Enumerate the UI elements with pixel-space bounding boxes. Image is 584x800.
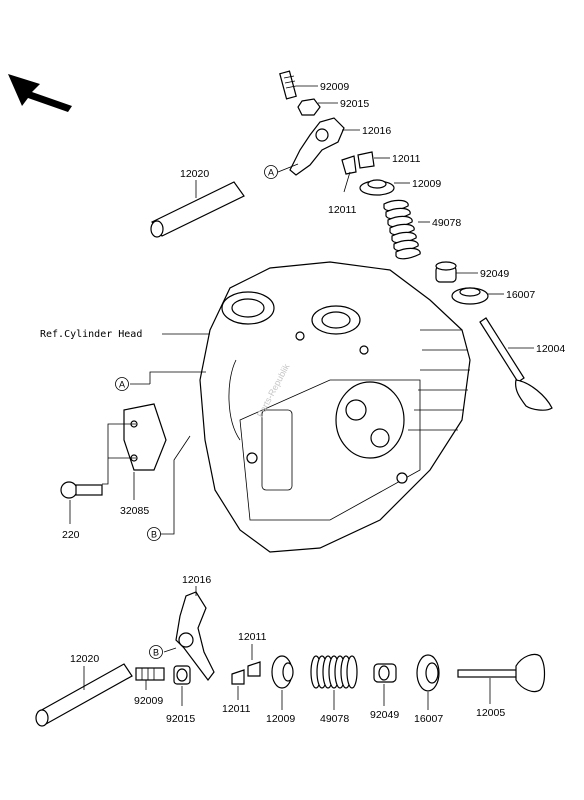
cover-plate xyxy=(123,403,167,471)
part-label-49078-top: 49078 xyxy=(432,217,461,229)
part-label-92009-bottom: 92009 xyxy=(134,695,163,707)
part-label-12011-top-right: 12011 xyxy=(392,153,421,165)
callout-a-top: A xyxy=(264,165,278,179)
rocker-arm-bottom xyxy=(175,591,215,681)
part-label-12016-top: 12016 xyxy=(362,125,391,137)
callout-b-left: B xyxy=(147,527,161,541)
part-label-12004: 12004 xyxy=(536,343,565,355)
spring-retainer-bottom xyxy=(271,655,294,689)
bolt-220 xyxy=(60,481,103,499)
part-label-12020-bottom: 12020 xyxy=(70,653,99,665)
front-direction-arrow-icon xyxy=(8,74,72,112)
valve-cotters-top xyxy=(341,151,375,175)
valve-spring-top xyxy=(383,199,421,260)
part-label-92049-top: 92049 xyxy=(480,268,509,280)
valve-12005 xyxy=(457,653,546,693)
rocker-shaft-top xyxy=(150,181,245,238)
part-label-12009-bottom: 12009 xyxy=(266,713,295,725)
cylinder-head xyxy=(199,261,471,553)
valve-12004 xyxy=(479,317,553,411)
svg-text:B: B xyxy=(151,530,157,540)
callout-a-left: A xyxy=(115,377,129,391)
part-label-49078-bottom: 49078 xyxy=(320,713,349,725)
valve-cotters-bottom xyxy=(231,661,261,685)
part-label-12011-top-left: 12011 xyxy=(328,204,357,216)
valve-oil-seal-bottom xyxy=(373,663,397,683)
part-label-220: 220 xyxy=(62,529,80,541)
rocker-arm-top xyxy=(289,117,345,176)
part-label-92049-bottom: 92049 xyxy=(370,709,399,721)
svg-text:B: B xyxy=(153,648,159,658)
part-label-12011-bottom: 12011 xyxy=(222,703,251,715)
lock-nut-top xyxy=(297,98,321,116)
part-label-32085: 32085 xyxy=(120,505,149,517)
rocker-shaft-bottom xyxy=(35,663,133,727)
svg-text:A: A xyxy=(119,380,125,390)
callout-b-bottom: B xyxy=(149,645,163,659)
part-label-16007-top: 16007 xyxy=(506,289,535,301)
part-label-92009-top: 92009 xyxy=(320,81,349,93)
valve-spring-bottom xyxy=(310,655,358,689)
spring-seat-top xyxy=(451,287,489,305)
spring-seat-bottom xyxy=(416,654,440,692)
ref-cylinder-head-label: Ref.Cylinder Head xyxy=(40,329,142,340)
spring-retainer-top xyxy=(359,179,395,196)
svg-text:A: A xyxy=(268,168,274,178)
adjusting-screw-top xyxy=(279,70,297,100)
part-label-12016-bottom: 12016 xyxy=(182,574,211,586)
part-label-16007-bottom: 16007 xyxy=(414,713,443,725)
adjusting-screw-bottom xyxy=(135,667,165,681)
lock-nut-bottom xyxy=(173,665,191,685)
part-label-12009-top: 12009 xyxy=(412,178,441,190)
valve-oil-seal-top xyxy=(435,261,457,283)
part-label-92015-bottom: 92015 xyxy=(166,713,195,725)
leader-lines xyxy=(69,85,534,710)
part-label-92015-top: 92015 xyxy=(340,98,369,110)
part-label-12005: 12005 xyxy=(476,707,505,719)
part-label-12020-top: 12020 xyxy=(180,168,209,180)
part-label-12011-bottom-top: 12011 xyxy=(238,631,267,643)
